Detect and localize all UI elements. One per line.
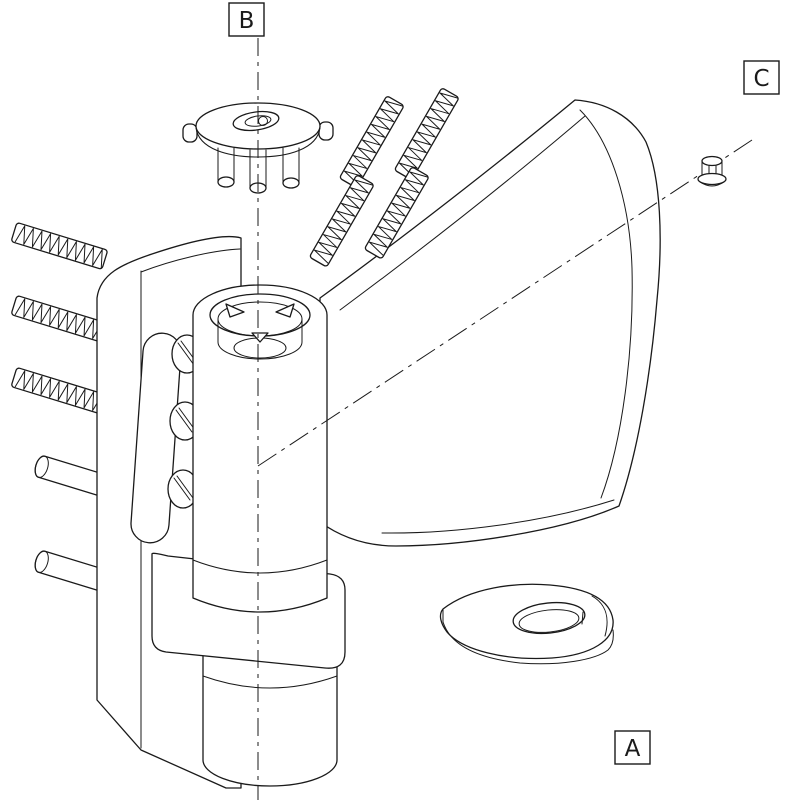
bore-clip-prong: [275, 303, 295, 318]
cover-plate-part-a: [439, 583, 614, 665]
label-a-text: A: [625, 736, 641, 762]
label-c-box: [743, 60, 780, 95]
centerline-diagonal: [257, 139, 753, 467]
door-leaf-arm: [319, 99, 661, 547]
barrel-bore-rim: [209, 293, 311, 337]
label-b-box: [228, 2, 265, 37]
cap-side-tab: [318, 121, 334, 141]
threaded-screw: [10, 294, 109, 343]
hinge-barrel: [192, 284, 328, 613]
label-b: B: [228, 2, 265, 37]
threaded-screw: [338, 95, 405, 189]
hinge-bottom-barrel: [202, 647, 338, 787]
label-c: C: [743, 60, 780, 95]
threaded-screw: [393, 87, 460, 181]
flanged-bush-part-c: [697, 155, 727, 187]
bore-clip-prong: [225, 303, 245, 318]
cap-side-tab: [182, 123, 198, 143]
cover-cap-part-b: [182, 102, 334, 194]
label-a-box: [614, 730, 651, 765]
threaded-screw: [308, 174, 375, 268]
label-b-text: B: [239, 8, 255, 34]
label-c-text: C: [753, 66, 769, 92]
label-a: A: [614, 730, 651, 765]
threaded-screw: [10, 366, 109, 415]
threaded-screw: [10, 221, 109, 270]
bore-clip-prong: [251, 332, 269, 343]
